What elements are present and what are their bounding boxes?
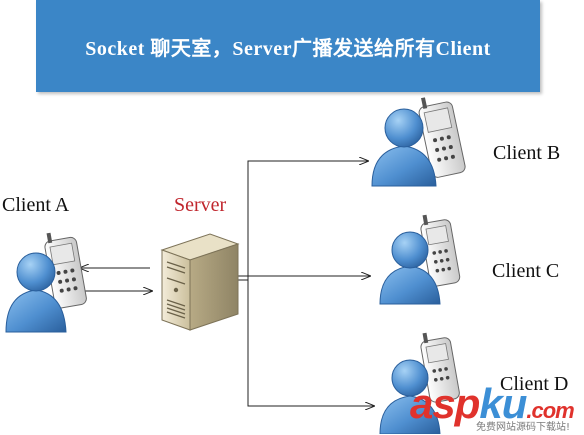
watermark-part2: ku	[479, 380, 527, 427]
banner-title: Socket 聊天室，Server广播发送给所有Client	[85, 37, 491, 60]
watermark-part1: asp	[410, 380, 480, 427]
watermark-logo: aspku.com 免费网站源码下载站!	[410, 380, 584, 434]
connector-lines	[80, 161, 374, 406]
title-banner: Socket 聊天室，Server广播发送给所有Client	[36, 0, 540, 92]
arrow-server-to-client-d	[247, 280, 374, 406]
client-d-icon	[379, 332, 460, 434]
client-b-icon	[371, 97, 466, 187]
client-d-label: Client D	[500, 373, 569, 395]
client-c-icon	[379, 214, 461, 305]
client-a-icon	[5, 232, 87, 333]
server-icon	[160, 233, 240, 331]
client-c-label: Client C	[492, 260, 560, 282]
watermark-subtitle: 免费网站源码下载站!	[476, 422, 571, 433]
arrow-server-to-client-b	[232, 161, 368, 281]
client-b-label: Client B	[493, 142, 561, 164]
client-a-label: Client A	[2, 194, 70, 216]
server-label: Server	[174, 194, 227, 216]
watermark-part3: .com	[526, 398, 574, 423]
